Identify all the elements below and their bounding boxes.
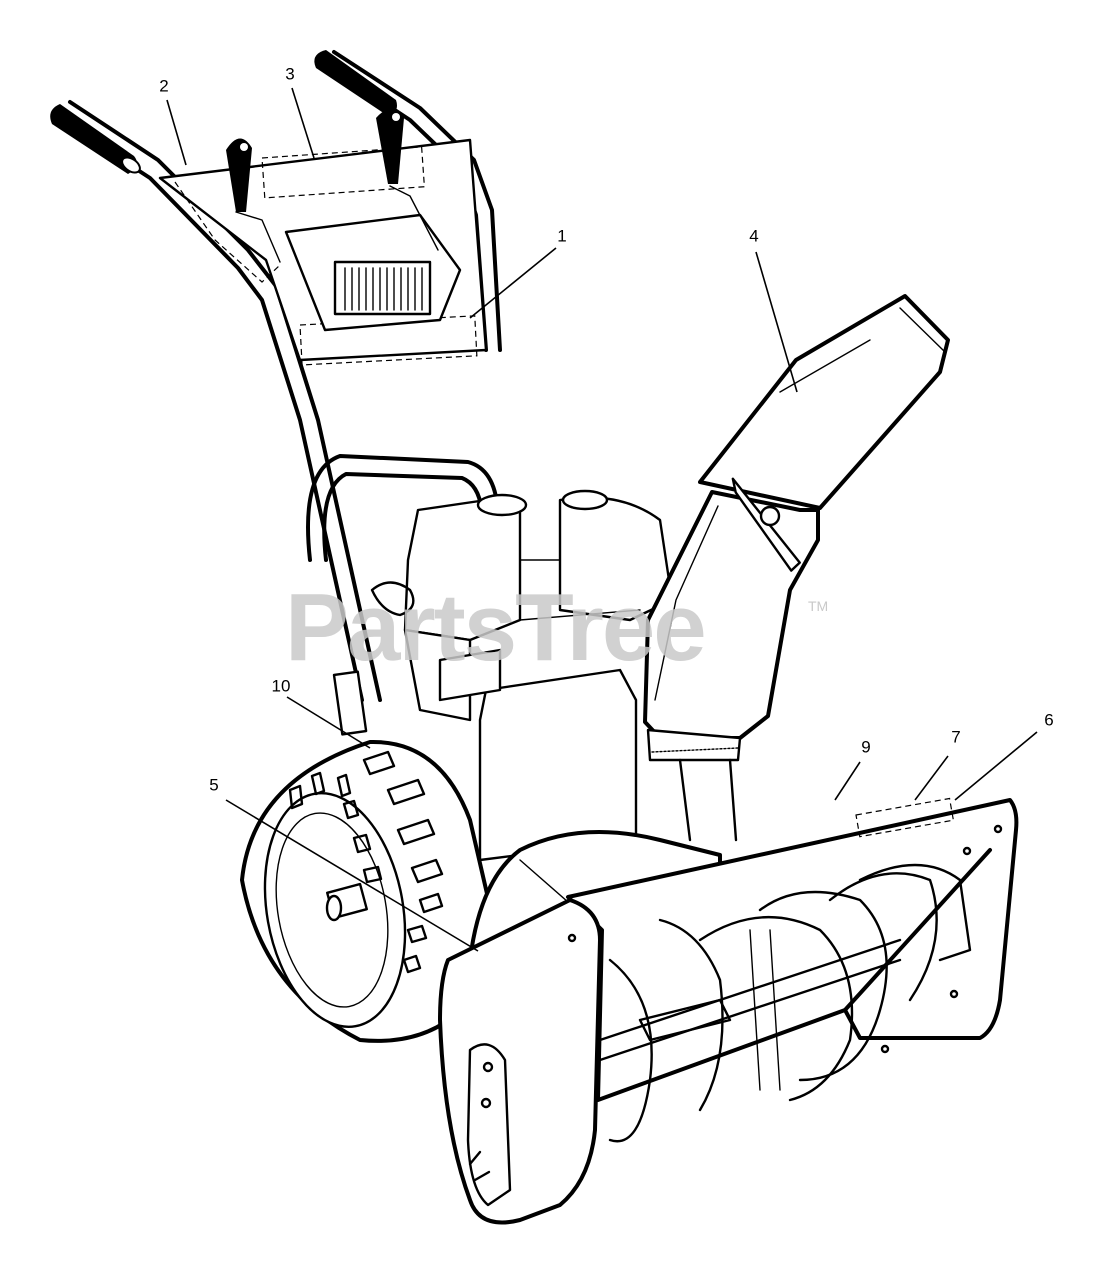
control-panel bbox=[158, 109, 488, 366]
lever-right bbox=[376, 109, 404, 184]
callout-leaders bbox=[166, 87, 1038, 952]
leader-line-9 bbox=[834, 761, 861, 801]
handlebar-left bbox=[50, 100, 382, 702]
leader-line-7 bbox=[914, 755, 949, 801]
leader-line-1 bbox=[469, 247, 557, 319]
discharge-chute bbox=[643, 294, 950, 842]
callout-6: 6 bbox=[1044, 710, 1054, 730]
frame bbox=[306, 454, 500, 736]
wheel bbox=[240, 739, 502, 1043]
tread-icon bbox=[288, 750, 444, 974]
callout-1: 1 bbox=[557, 226, 567, 246]
callout-7: 7 bbox=[951, 727, 961, 747]
callout-2: 2 bbox=[159, 76, 169, 96]
leader-line-2 bbox=[166, 99, 187, 166]
leader-line-4 bbox=[755, 251, 798, 393]
callout-10: 10 bbox=[271, 676, 291, 696]
callout-3: 3 bbox=[285, 64, 295, 84]
headlight-grille-icon bbox=[344, 267, 423, 311]
leader-line-6 bbox=[954, 731, 1038, 801]
engine bbox=[370, 489, 674, 862]
auger-housing bbox=[438, 797, 1019, 1225]
callout-4: 4 bbox=[749, 226, 759, 246]
lever-left bbox=[226, 138, 252, 212]
watermark-trademark: TM bbox=[808, 598, 829, 614]
callout-9: 9 bbox=[861, 737, 871, 757]
leader-line-3 bbox=[291, 87, 315, 159]
auger bbox=[598, 863, 972, 1143]
leader-line-10 bbox=[286, 696, 371, 749]
callout-5: 5 bbox=[209, 775, 219, 795]
leader-line-5 bbox=[225, 799, 479, 952]
